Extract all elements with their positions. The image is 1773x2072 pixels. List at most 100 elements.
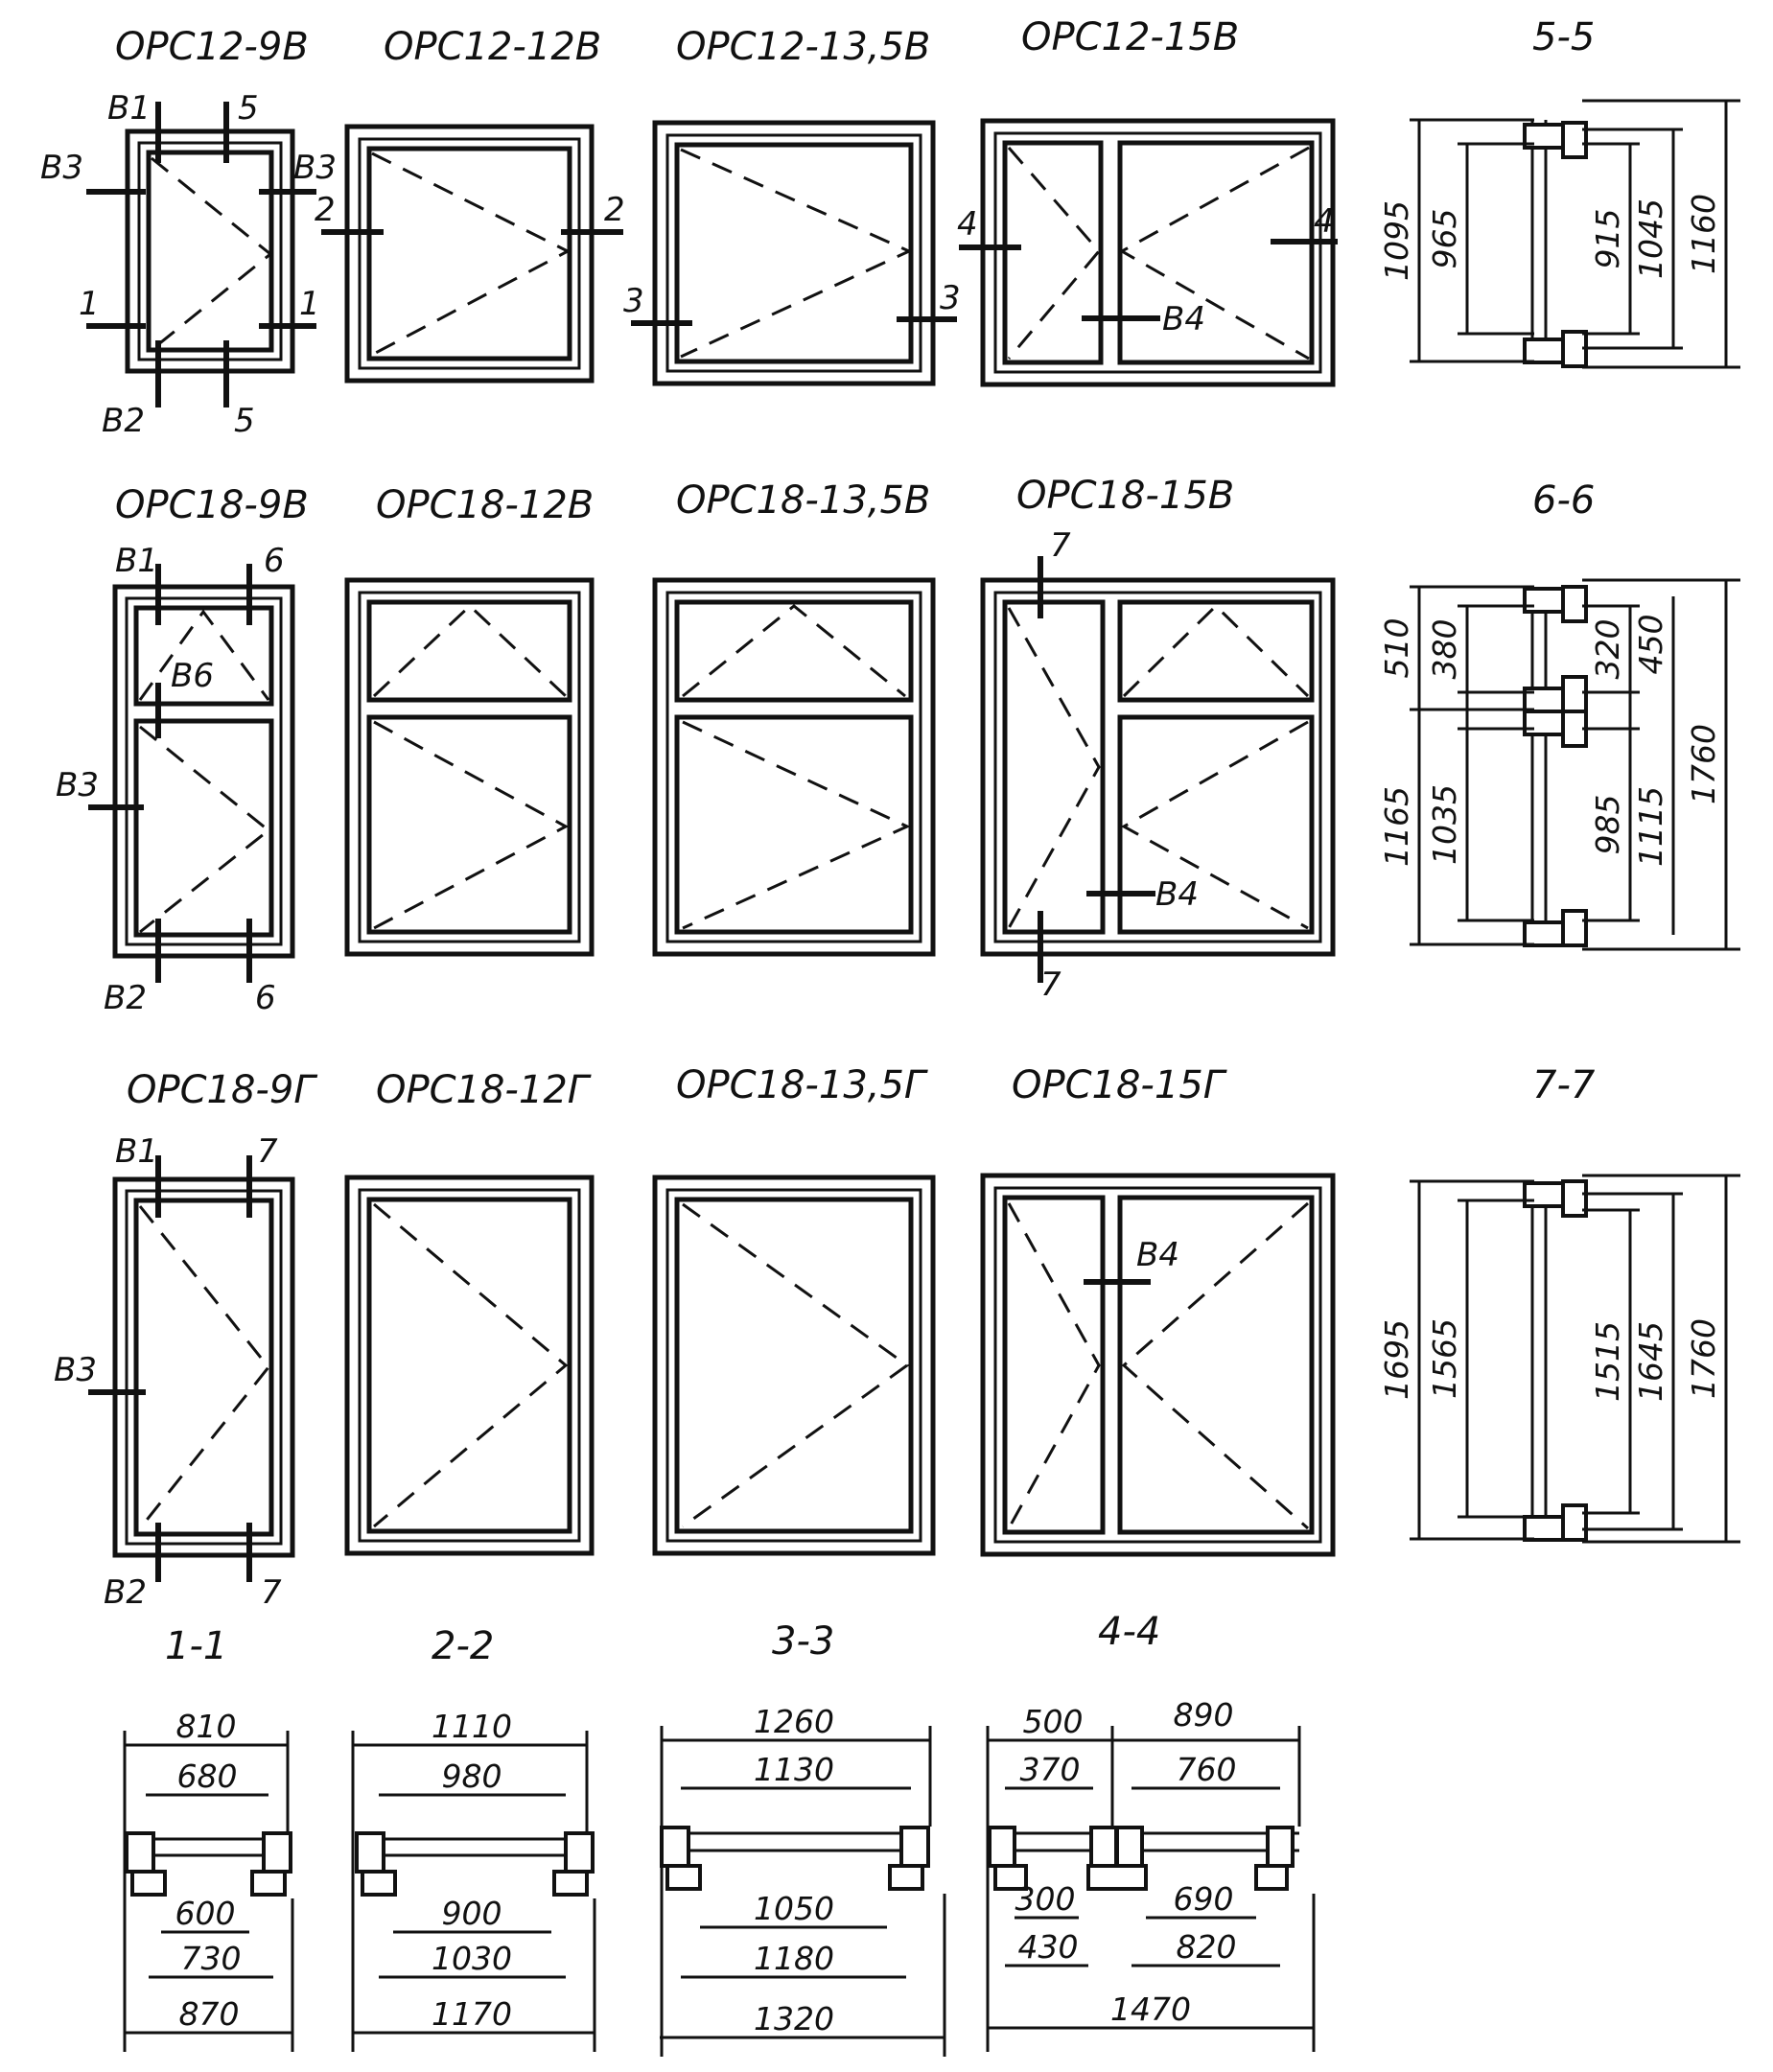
mark-b3: В3 [56, 766, 99, 804]
mark-b1: В1 [115, 542, 158, 580]
mark-b2: В2 [102, 402, 145, 440]
dim-4-4-690: 690 [1174, 1880, 1234, 1918]
mark-7: 7 [257, 1132, 278, 1171]
dim-7-7-1565: 1565 [1426, 1318, 1463, 1399]
dim-2-2-1110: 1110 [432, 1708, 512, 1745]
mark-4: 4 [957, 205, 978, 244]
dim-4-4-820: 820 [1177, 1928, 1237, 1966]
title-ors18-9v: ОРС18-9В [115, 483, 309, 527]
dim-6-6-380: 380 [1426, 619, 1463, 680]
section-7-7-title: 7-7 [1532, 1063, 1596, 1107]
dim-6-6-1165: 1165 [1378, 786, 1415, 867]
section-4-4-title: 4-4 [1098, 1610, 1160, 1654]
mark-b3: В3 [293, 149, 337, 187]
title-ors18-13-5v: ОРС18-13,5В [676, 478, 930, 523]
dim-3-3-1130: 1130 [754, 1751, 834, 1788]
section-3-3-title: 3-3 [772, 1619, 834, 1664]
mark-1: 1 [299, 285, 320, 323]
dim-4-4-300: 300 [1015, 1880, 1076, 1918]
dim-2-2-1030: 1030 [432, 1940, 512, 1977]
dim-5-5-1045: 1045 [1632, 198, 1669, 279]
mark-b4: В4 [1162, 300, 1205, 338]
mark-b4: В4 [1136, 1236, 1179, 1274]
dim-2-2-1170: 1170 [432, 1995, 512, 2033]
cut-marks-w1 [86, 102, 316, 407]
mark-b3: В3 [40, 149, 83, 187]
dim-4-4-890: 890 [1174, 1696, 1234, 1734]
dim-1-1-730: 730 [181, 1940, 242, 1977]
mark-b4: В4 [1155, 875, 1199, 914]
dim-6-6-320: 320 [1589, 619, 1626, 680]
dim-6-6-450: 450 [1632, 615, 1669, 675]
title-ors18-12g: ОРС18-12Г [376, 1068, 592, 1112]
mark-6: 6 [264, 542, 285, 580]
window-ors18-13-5g [652, 1175, 936, 1556]
dim-1-1-810: 810 [176, 1708, 237, 1745]
mark-b2: В2 [104, 1573, 147, 1612]
window-ors12-12v [344, 124, 595, 384]
section-7-7 [1410, 1174, 1740, 1544]
dim-6-6-510: 510 [1378, 618, 1415, 679]
dim-4-4-430: 430 [1018, 1928, 1079, 1966]
mark-b1: В1 [107, 89, 151, 128]
mark-5: 5 [238, 89, 259, 128]
dim-3-3-1050: 1050 [754, 1890, 834, 1927]
section-2-2 [351, 1731, 596, 2052]
dim-7-7-1760: 1760 [1685, 1318, 1722, 1399]
section-1-1-title: 1-1 [165, 1624, 227, 1668]
section-6-6-title: 6-6 [1532, 478, 1595, 523]
mark-7: 7 [1040, 966, 1061, 1004]
mark-b2: В2 [104, 979, 147, 1017]
section-5-5 [1410, 99, 1740, 369]
mark-2: 2 [315, 191, 336, 229]
dim-1-1-680: 680 [177, 1758, 238, 1795]
window-ors12-13-5v [652, 120, 936, 386]
mark-b1: В1 [115, 1132, 158, 1171]
title-ors12-9v: ОРС12-9В [115, 25, 309, 69]
section-3-3 [660, 1726, 946, 2057]
window-ors12-15v [980, 118, 1336, 387]
window-ors18-15g [980, 1173, 1336, 1557]
window-ors18-12v [344, 577, 595, 957]
mark-1: 1 [79, 285, 100, 323]
window-ors18-9g [112, 1176, 295, 1558]
mark-2: 2 [604, 191, 625, 229]
dim-5-5-1160: 1160 [1685, 194, 1722, 274]
dim-5-5-1095: 1095 [1378, 200, 1415, 281]
dim-1-1-870: 870 [179, 1995, 240, 2033]
title-ors12-13-5v: ОРС12-13,5В [676, 25, 930, 69]
mark-3: 3 [940, 279, 961, 317]
dim-6-6-985: 985 [1589, 795, 1626, 855]
title-ors18-15v: ОРС18-15В [1016, 474, 1234, 518]
dim-7-7-1515: 1515 [1589, 1321, 1626, 1402]
section-1-1 [123, 1731, 294, 2052]
section-2-2-title: 2-2 [432, 1624, 494, 1668]
dim-3-3-1320: 1320 [754, 2000, 834, 2037]
dim-6-6-1035: 1035 [1426, 784, 1463, 865]
section-4-4 [986, 1726, 1316, 2052]
title-ors18-9g: ОРС18-9Г [127, 1068, 317, 1112]
dim-4-4-760: 760 [1177, 1751, 1237, 1788]
title-ors12-15v: ОРС12-15В [1021, 15, 1239, 59]
title-ors12-12v: ОРС12-12В [384, 25, 601, 69]
mark-6: 6 [255, 979, 276, 1017]
mark-7: 7 [1050, 526, 1071, 565]
window-ors18-12g [344, 1175, 595, 1556]
window-ors18-15v [980, 577, 1336, 957]
mark-5: 5 [234, 402, 255, 440]
dim-3-3-1180: 1180 [754, 1940, 834, 1977]
dim-6-6-1115: 1115 [1632, 786, 1669, 867]
window-ors18-13-5v [652, 577, 936, 957]
section-5-5-title: 5-5 [1532, 15, 1595, 59]
mark-7: 7 [261, 1573, 282, 1612]
dim-2-2-980: 980 [442, 1758, 502, 1795]
title-ors18-15g: ОРС18-15Г [1012, 1063, 1227, 1107]
dim-5-5-965: 965 [1426, 209, 1463, 269]
mark-3: 3 [623, 282, 644, 320]
dim-7-7-1645: 1645 [1632, 1321, 1669, 1402]
dim-5-5-915: 915 [1589, 209, 1626, 269]
dim-7-7-1695: 1695 [1378, 1319, 1415, 1400]
mark-4: 4 [1314, 202, 1335, 241]
dim-4-4-1470: 1470 [1110, 1991, 1191, 2028]
